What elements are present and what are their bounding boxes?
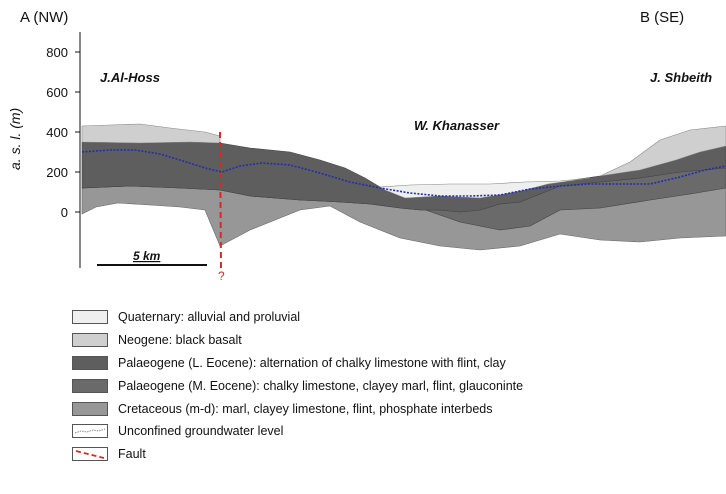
scale-bar-label: 5 km (133, 249, 161, 263)
legend-swatch (72, 310, 108, 325)
section-end-label: B (SE) (640, 9, 684, 26)
legend-label: Cretaceous (m-d): marl, clayey limestone… (118, 401, 493, 416)
legend-item: Unconfined groundwater level (72, 420, 712, 443)
quaternary-layer (379, 177, 591, 199)
legend-label: Palaeogene (L. Eocene): alternation of c… (118, 355, 506, 370)
place-label: J. Shbeith (650, 70, 712, 85)
y-tick-label: 800 (46, 45, 68, 60)
fault-query-label: ? (218, 269, 225, 283)
legend-item: Palaeogene (M. Eocene): chalky limestone… (72, 374, 712, 397)
legend-item: Fault (72, 443, 712, 466)
y-tick-label: 200 (46, 165, 68, 180)
section-start-label: A (NW) (20, 9, 68, 26)
fault-line (219, 131, 222, 269)
legend-swatch (72, 401, 108, 416)
y-tick-label: 600 (46, 85, 68, 100)
place-label: J.Al-Hoss (100, 70, 160, 85)
legend-label: Unconfined groundwater level (118, 424, 284, 439)
neogene-basalt-left (81, 123, 221, 144)
l-eocene-layer (81, 141, 726, 213)
legend-label: Neogene: black basalt (118, 333, 242, 348)
legend-swatch (72, 378, 108, 393)
legend-item: Quaternary: alluvial and proluvial (72, 306, 712, 329)
y-tick-labels: 800 600 400 200 0 (46, 45, 68, 220)
legend-swatch (72, 424, 108, 439)
y-axis (75, 32, 81, 268)
groundwater-level (81, 149, 726, 197)
place-label: W. Khanasser (414, 118, 500, 133)
legend-item: Neogene: black basalt (72, 329, 712, 352)
legend-label: Palaeogene (M. Eocene): chalky limestone… (118, 378, 524, 393)
legend-label: Quaternary: alluvial and proluvial (118, 310, 301, 325)
legend-swatch (72, 355, 108, 370)
y-tick-label: 0 (61, 205, 68, 220)
legend: Quaternary: alluvial and proluvial Neoge… (72, 306, 712, 466)
groundwater-swatch-icon (74, 428, 106, 434)
legend-label: Fault (118, 447, 146, 462)
fault-swatch-icon (75, 450, 105, 460)
legend-item: Cretaceous (m-d): marl, clayey limestone… (72, 397, 712, 420)
y-axis-title: a. s. l. (m) (7, 108, 23, 170)
y-tick-label: 400 (46, 125, 68, 140)
legend-item: Palaeogene (L. Eocene): alternation of c… (72, 352, 712, 375)
neogene-basalt-right (599, 125, 726, 177)
legend-swatch (72, 333, 108, 348)
legend-swatch (72, 447, 108, 462)
